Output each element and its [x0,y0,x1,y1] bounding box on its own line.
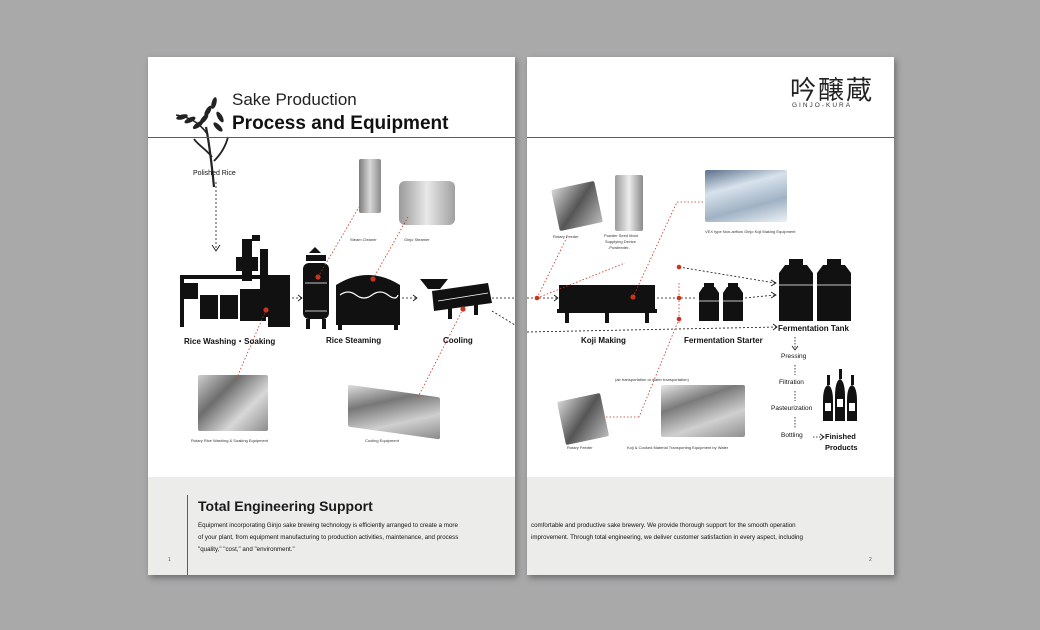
footer-band-right: comfortable and productive sake brewery.… [527,477,894,575]
brochure-page-right: 吟醸蔵 GINJO-KURA Rotary Feeder Powder Seed… [527,57,894,575]
ginjo-steamer-caption: Ginjo Steamer [404,237,430,242]
stage-koji-label: Koji Making [581,336,626,345]
footer-left-line-3: "quality," "cost," and "environment." [198,546,295,553]
koji-machine-icon [557,285,657,323]
sake-bottles-icon [823,369,857,421]
finished-products-line-1: Finished [825,432,856,441]
koji-transport-caption: Koji & Cooked Material Transporting Equi… [627,445,729,450]
steam-cleaner-caption: Steam Cleaner [350,237,377,242]
footer-left-line-2: of your plant, from equipment manufactur… [198,534,459,541]
header-rule [148,137,515,138]
stage-cooling-label: Cooling [443,336,473,345]
footer-right-line-2: improvement. Through total engineering, … [531,534,803,541]
starter-tank-icon [699,283,743,321]
footer-right-line-1: comfortable and productive sake brewery.… [531,522,796,529]
stage-steaming-label: Rice Steaming [326,336,382,345]
cooler-conveyor-icon [420,279,492,319]
post-step-bottling: Bottling [781,432,803,439]
washing-machine-icon [180,235,290,327]
page-number-left: 1 [168,557,171,563]
footer-left-line-1: Equipment incorporating Ginjo sake brewi… [198,522,458,529]
powfeeder-photo [615,175,643,231]
rotary-washing-caption: Rotary Rice Washing & Soaking Equipment [191,438,268,443]
steam-cleaner-photo [359,159,381,213]
rotary-feeder-bottom-caption: Rotary Feeder [567,445,593,450]
post-step-pasteurization: Pasteurization [771,405,813,412]
title-line-1: Sake Production [232,90,357,109]
stage-tank-label: Fermentation Tank [778,324,849,333]
process-flow-right [527,201,857,441]
steaming-pot-icon [336,275,400,330]
vex-caption: VEX type Non-airflow Ginjo Koji Making E… [705,229,796,234]
stage-starter-label: Fermentation Starter [684,336,763,345]
stage-washing-label: Rice Washing・Soaking [184,337,276,346]
brochure-page-left: Sake Production Process and Equipment Po… [148,57,515,575]
brand-logo-kanji: 吟醸蔵 [790,76,875,106]
post-step-pressing: Pressing [781,353,807,360]
vex-koji-photo [705,170,787,222]
header-rule-right [527,137,894,138]
fermentation-tank-icon [779,259,851,321]
cooling-equipment-caption: Cooling Equipment [365,438,399,443]
brand-logo-text: GINJO-KURA [792,102,853,109]
steamer-vessel-icon [303,247,329,329]
process-flow-left [180,182,515,398]
page-number-right: 2 [869,557,872,563]
footer-band-left: Total Engineering Support Equipment inco… [148,477,515,575]
powder-seed-caption-3: -Powfeeder- [608,245,630,250]
powder-seed-caption-2: Supplying Device [605,239,636,244]
footer-heading: Total Engineering Support [198,498,373,514]
ginjo-steamer-photo [399,181,455,225]
koji-transport-photo [661,385,745,437]
polished-rice-label: Polished Rice [193,170,236,177]
finished-products-line-2: Products [825,443,858,452]
title-line-2: Process and Equipment [232,113,449,134]
rotary-washing-photo [198,375,268,431]
rice-stalk-icon [175,97,229,188]
rotary-feeder-top-caption: Rotary Feeder [553,234,579,239]
powder-seed-caption-1: Powder Seed Mold [604,233,638,238]
post-step-filtration: Filtration [779,379,804,386]
footer-rule [187,495,188,575]
transport-note: (air transportation or water transportat… [615,377,689,382]
